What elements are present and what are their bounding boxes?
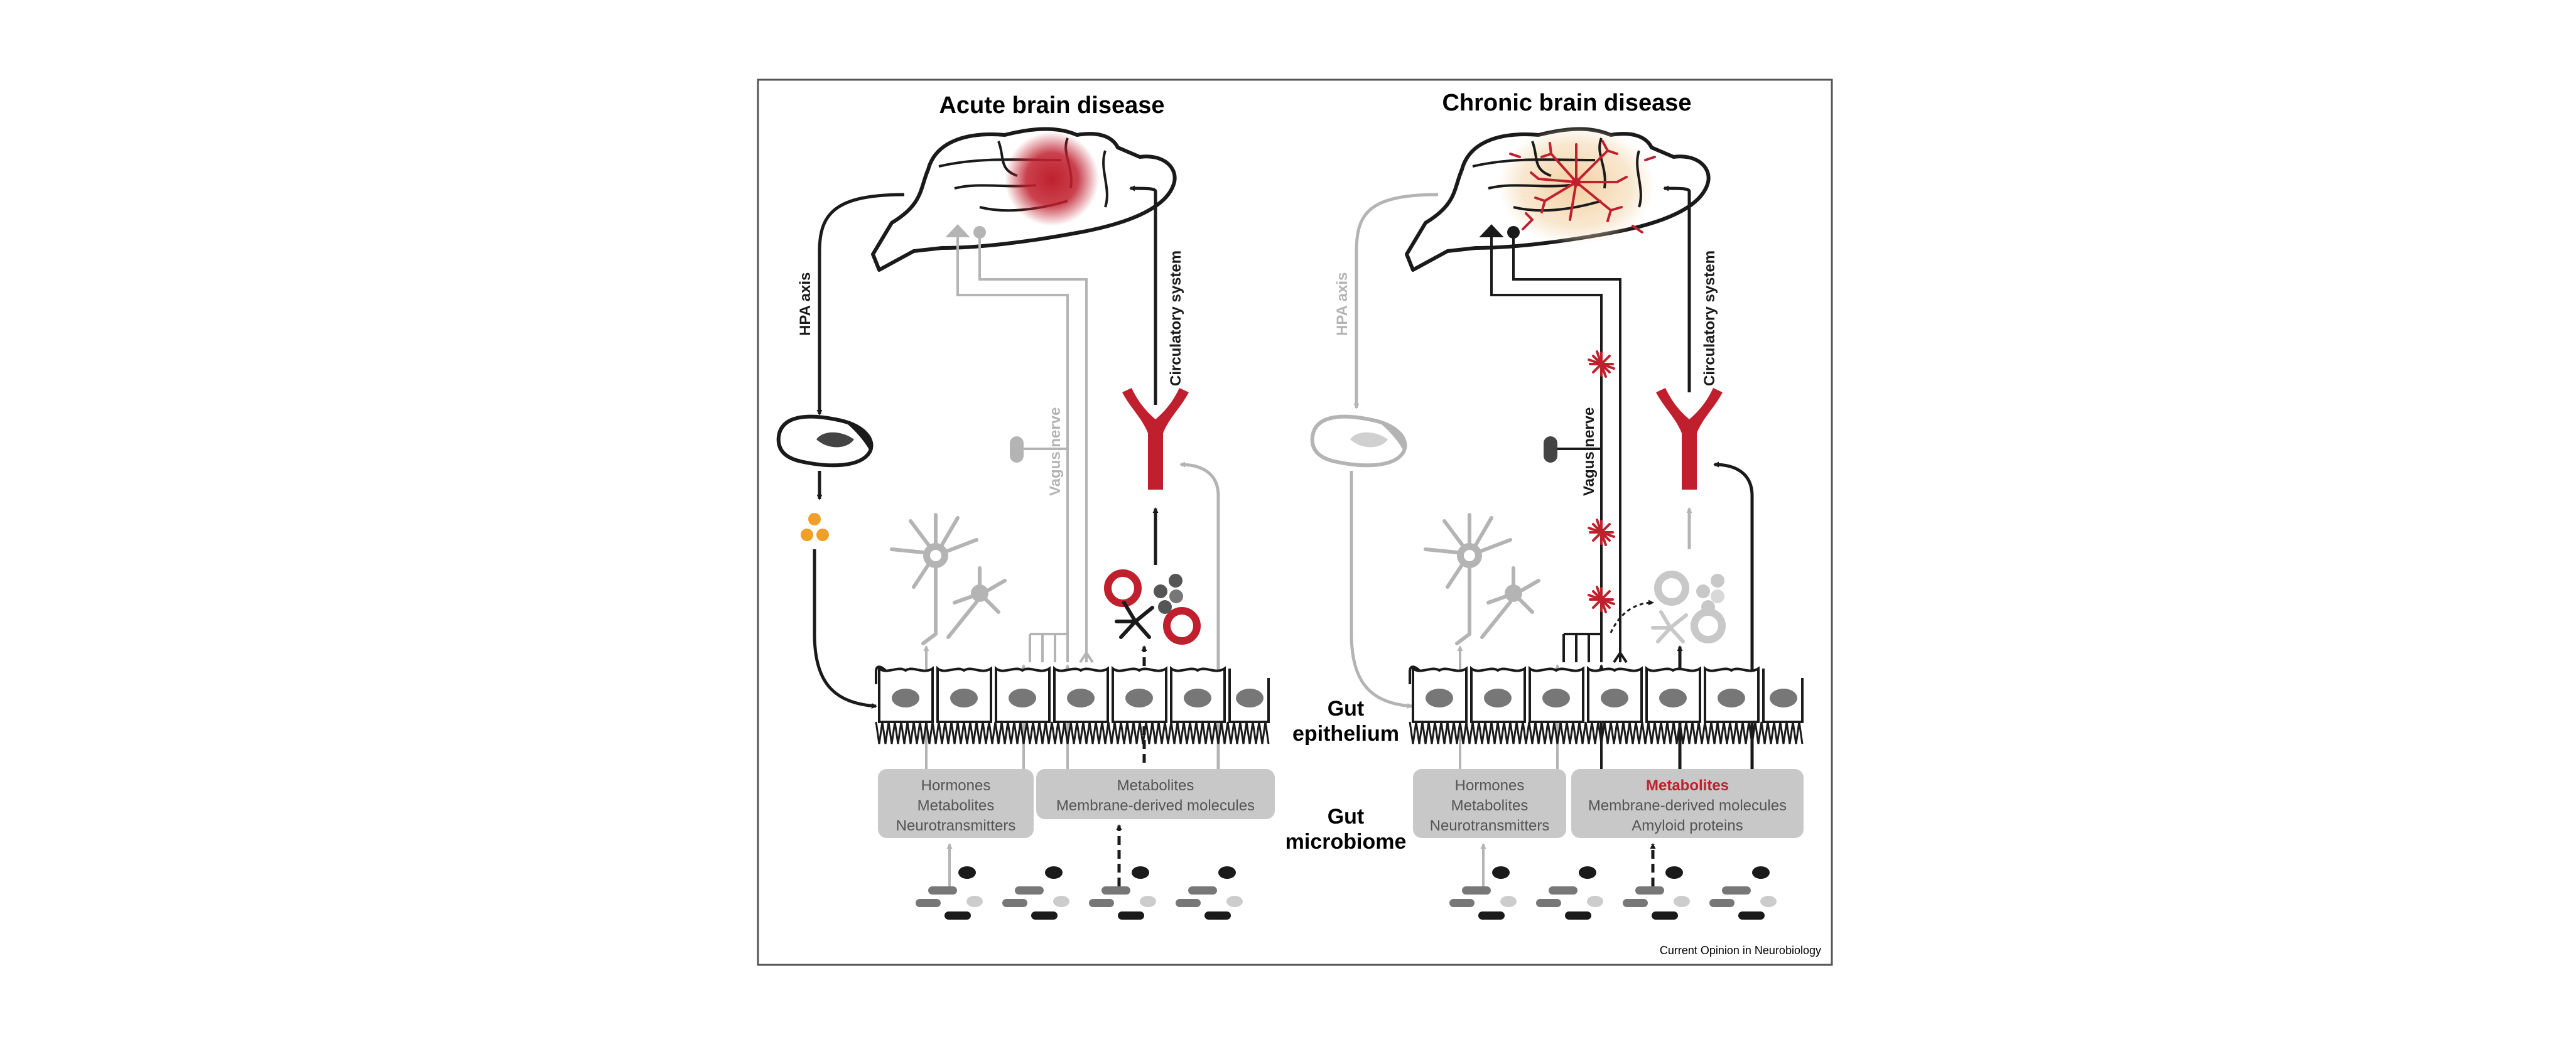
acute-microbiome-bacteria-icon xyxy=(916,866,1243,920)
acute-brain-icon xyxy=(871,127,1177,272)
chronic-circulatory-label: Circulatory system xyxy=(1701,250,1718,386)
acute-box-hormones: Hormones Metabolites Neurotransmitters xyxy=(878,769,1034,838)
chronic-adrenal-to-gut-arrow xyxy=(1350,471,1413,709)
acute-vagus-nerve xyxy=(945,224,1094,664)
chronic-vagus-nerve xyxy=(1479,224,1628,664)
gut-microbiome-label-line-2: microbiome xyxy=(1285,830,1407,854)
chronic-title: Chronic brain disease xyxy=(1442,90,1691,116)
gut-microbiome-label-line-1: Gut xyxy=(1328,805,1365,829)
journal-credit: Current Opinion in Neurobiology xyxy=(1660,944,1821,957)
acute-vagus-ganglion-icon xyxy=(1010,436,1024,463)
chronic-microbiome-bacteria-icon xyxy=(1449,866,1777,920)
acute-box-metabolites-line-2: Membrane-derived molecules xyxy=(1056,797,1255,814)
acute-panel: Acute brain disease HPA axis xyxy=(776,92,1275,920)
gut-epithelium-label: Gut epithelium xyxy=(1292,697,1399,746)
chronic-panel: Chronic brain disease HPA axis xyxy=(1310,90,1804,920)
chronic-vagus-ganglion-icon xyxy=(1544,436,1557,463)
acute-box-metabolites: Metabolites Membrane-derived molecules xyxy=(1036,769,1275,819)
chronic-box-hormones: Hormones Metabolites Neurotransmitters xyxy=(1413,769,1566,838)
acute-title: Acute brain disease xyxy=(939,92,1164,119)
acute-enteric-neuron-icon xyxy=(890,513,1007,645)
chronic-blood-vessel-icon xyxy=(1656,388,1723,490)
chronic-box-metabolites-line-1: Metabolites xyxy=(1646,777,1729,794)
acute-immune-cells-icon xyxy=(1104,569,1201,645)
acute-hpa-arrow xyxy=(816,193,905,416)
chronic-adrenal-gland-icon xyxy=(1310,414,1407,468)
acute-box-to-vessel-arrow xyxy=(1179,461,1220,769)
chronic-vagus-to-immune-dashed xyxy=(1610,599,1654,633)
chronic-box-hormones-line-3: Neurotransmitters xyxy=(1430,817,1550,834)
acute-gut-epithelium xyxy=(875,665,1270,745)
acute-box-metabolites-line-1: Metabolites xyxy=(1117,777,1194,794)
chronic-box-metabolites: Metabolites Membrane-derived molecules A… xyxy=(1571,769,1804,838)
acute-blood-vessel-icon xyxy=(1122,388,1189,490)
acute-circulatory-arrow xyxy=(1129,185,1157,405)
chronic-gut-epithelium xyxy=(1409,665,1804,745)
chronic-box-to-vessel-arrow xyxy=(1713,461,1754,769)
chronic-box-hormones-line-1: Hormones xyxy=(1455,777,1525,794)
chronic-box-hormones-line-2: Metabolites xyxy=(1451,797,1529,814)
acute-adrenal-gland-icon xyxy=(776,414,874,468)
acute-box-hormones-line-3: Neurotransmitters xyxy=(896,817,1016,834)
chronic-immune-cells-icon xyxy=(1651,571,1726,643)
chronic-brain-icon xyxy=(1405,126,1711,272)
acute-cortisol-icon xyxy=(801,513,829,541)
chronic-box-metabolites-line-2: Membrane-derived molecules xyxy=(1588,797,1787,814)
chronic-circulatory-arrow xyxy=(1663,185,1691,392)
acute-hpa-label: HPA axis xyxy=(797,272,814,336)
chronic-hpa-label: HPA axis xyxy=(1334,272,1351,336)
acute-box-hormones-line-2: Metabolites xyxy=(917,797,995,814)
acute-vagus-label: Vagus nerve xyxy=(1047,407,1064,496)
gut-epithelium-label-line-2: epithelium xyxy=(1292,722,1399,746)
acute-circulatory-label: Circulatory system xyxy=(1167,250,1184,386)
acute-cortisol-to-gut-arrow xyxy=(813,549,877,709)
acute-box-hormones-line-1: Hormones xyxy=(921,777,991,794)
gut-microbiome-label: Gut microbiome xyxy=(1285,805,1407,854)
chronic-box-metabolites-line-3: Amyloid proteins xyxy=(1632,817,1743,834)
chronic-enteric-neuron-icon xyxy=(1424,513,1540,645)
gut-epithelium-label-line-1: Gut xyxy=(1328,697,1365,721)
chronic-vagus-label: Vagus nerve xyxy=(1581,407,1598,496)
figure-frame xyxy=(757,78,1833,966)
chronic-aggregate-icon xyxy=(1588,350,1615,613)
chronic-hpa-arrow xyxy=(1353,193,1439,409)
